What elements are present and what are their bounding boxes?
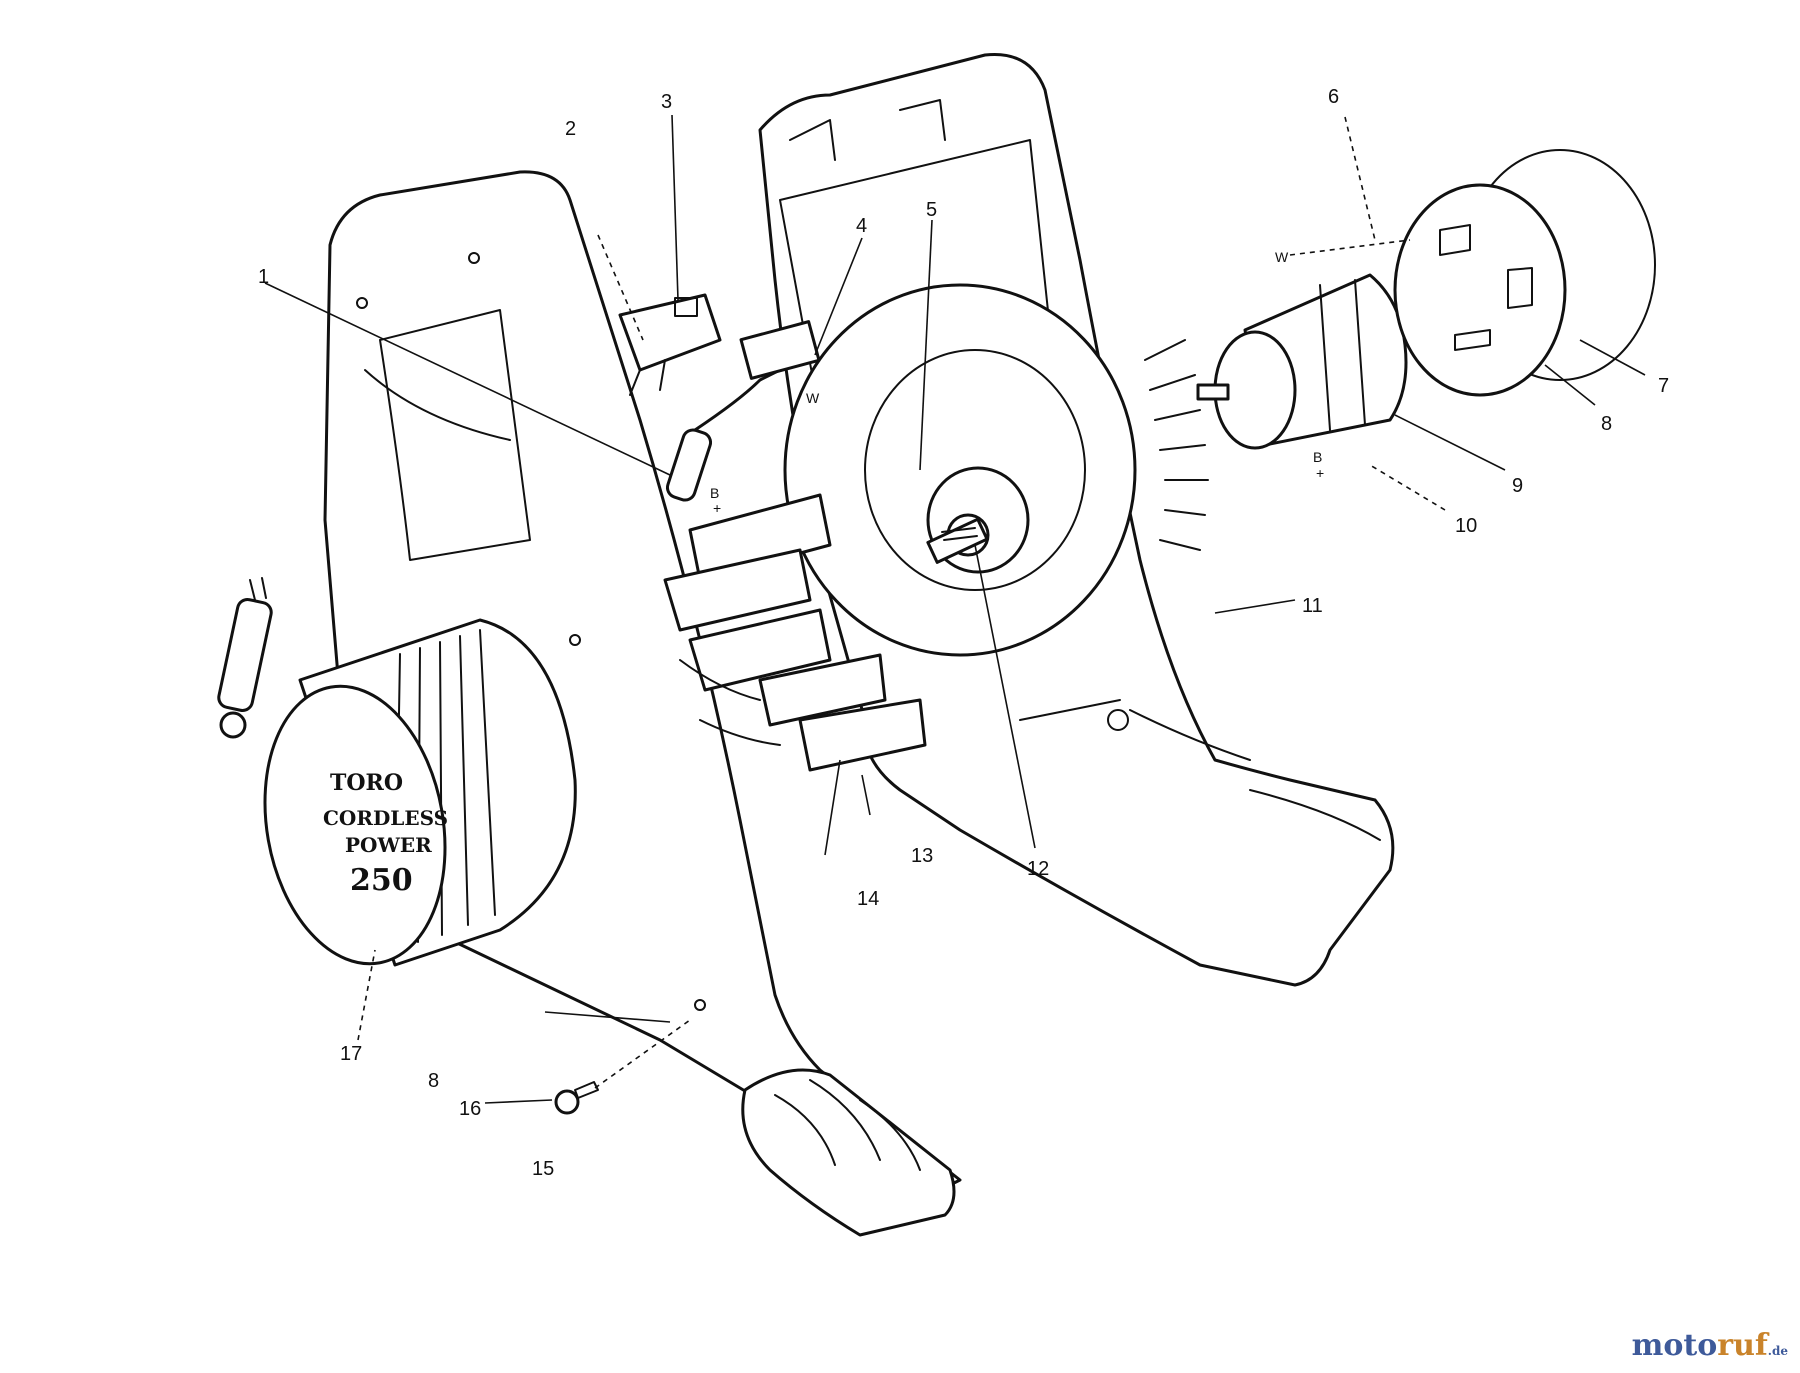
callout-3: 3 [661, 91, 672, 113]
impeller [663, 493, 927, 772]
callout-2: 2 [565, 118, 576, 140]
watermark-tld: .de [1767, 1344, 1788, 1358]
callout-1: 1 [258, 266, 269, 288]
site-watermark: motoruf.de [1632, 1328, 1788, 1363]
cover-brand-text: TORO [330, 770, 403, 796]
callout-8b: 8 [428, 1070, 439, 1092]
callout-8a: 8 [1601, 413, 1612, 435]
motor [1196, 273, 1408, 450]
wire-label-b-harness: B [710, 485, 719, 501]
callout-10: 10 [1455, 515, 1477, 537]
wire-label-plus-motor: + [1316, 465, 1324, 481]
callout-15: 15 [532, 1158, 554, 1180]
callout-numbers: 1 2 3 4 5 6 7 8 8 9 10 11 12 13 14 15 16… [258, 86, 1669, 1180]
wire-label-w-harness: W [806, 390, 820, 406]
wire-label-w-motor: W [1275, 249, 1289, 265]
inlet-cover: TORO CORDLESS POWER 250 [263, 618, 577, 967]
switch [618, 293, 722, 396]
cover-line1-text: CORDLESS [323, 806, 448, 830]
wire-label-plus-harness: + [713, 500, 721, 516]
discharge-tube [741, 1068, 956, 1237]
callout-13: 13 [911, 845, 933, 867]
wire-labels: W W B + B + [710, 239, 1411, 516]
cover-model-text: 250 [350, 863, 413, 898]
screw [554, 1081, 599, 1115]
callout-4: 4 [856, 215, 867, 237]
callout-9: 9 [1512, 475, 1523, 497]
callout-16: 16 [459, 1098, 481, 1120]
callout-11: 11 [1302, 595, 1323, 617]
battery-plug [217, 577, 273, 739]
wire-harness [665, 320, 821, 502]
watermark-part2: ruf [1717, 1328, 1768, 1363]
watermark-part1: moto [1631, 1328, 1718, 1363]
motor-end-cap [1393, 149, 1656, 397]
callout-5: 5 [926, 199, 937, 221]
callout-7: 7 [1658, 375, 1669, 397]
cover-line2-text: POWER [345, 833, 432, 857]
callout-14: 14 [857, 888, 879, 910]
wire-label-b-motor: B [1313, 449, 1322, 465]
callout-6: 6 [1328, 86, 1339, 108]
callout-17: 17 [340, 1043, 362, 1065]
leader-lines [264, 114, 1646, 1104]
motor-shaft-screw [926, 517, 989, 564]
callout-12: 12 [1027, 858, 1049, 880]
